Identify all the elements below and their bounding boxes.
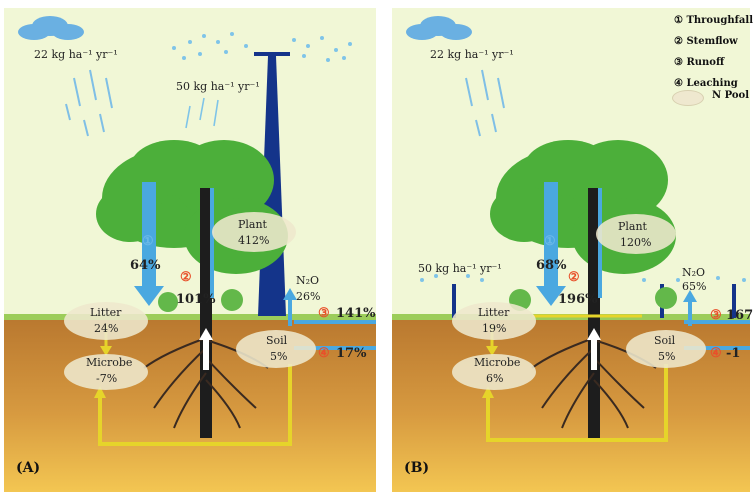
panel-b: 22 kg ha⁻¹ yr⁻¹ 50 kg ha⁻¹ yr⁻¹ Plant 12… (392, 8, 753, 492)
throughfall-number: ① (142, 234, 154, 249)
throughfall-value: 64% (130, 258, 161, 273)
throughfall-arrow (134, 182, 164, 306)
plant-pool-name: Plant (618, 220, 647, 233)
legend-item-leaching: ④ Leaching (674, 78, 738, 89)
cloud-icon (18, 16, 84, 40)
uptake-arrow (199, 328, 213, 370)
loop-arrowhead (94, 386, 106, 398)
legend: ① Throughfall ② Stemflow ③ Runoff ④ Leac… (674, 10, 753, 94)
rain-deposition-label: 22 kg ha⁻¹ yr⁻¹ (430, 48, 514, 61)
litter-arrowhead (100, 346, 112, 356)
n2o-value: 65% (682, 280, 707, 293)
stemflow-number: ② (180, 270, 192, 285)
panel-b-illustration (392, 8, 750, 492)
n2o-label: N₂O (296, 274, 320, 287)
leaching-number: ④ (710, 346, 722, 361)
sprinkler-deposition-label: 50 kg ha⁻¹ yr⁻¹ (418, 262, 502, 275)
sprinkler-head (254, 52, 290, 56)
litter-pool-value: 19% (482, 322, 507, 335)
throughfall-number: ① (544, 234, 556, 249)
plant-pool-value: 412% (238, 234, 270, 247)
stemflow-value: 196% (558, 292, 598, 307)
throughfall-value: 68% (536, 258, 567, 273)
runoff-value: 167 (726, 308, 753, 323)
microbe-pool-value: -7% (96, 372, 118, 385)
leaching-number: ④ (318, 346, 330, 361)
leaching-value: 17% (336, 346, 367, 361)
litter-pool-name: Litter (478, 306, 510, 319)
rain-icon (465, 69, 505, 137)
grass-strip (4, 314, 376, 320)
understory-spray (420, 274, 746, 282)
n2o-arrow (683, 290, 697, 326)
runoff-number: ③ (318, 306, 330, 321)
soil-pool-name: Soil (654, 334, 676, 347)
litter-pool-name: Litter (90, 306, 122, 319)
plant-pool (212, 212, 296, 252)
runoff-number: ③ (710, 308, 722, 323)
leaching-value: -1 (726, 346, 741, 361)
n2o-value: 26% (296, 290, 321, 303)
panel-a-label: (A) (16, 460, 41, 476)
legend-item-stemflow: ② Stemflow (674, 36, 738, 47)
microbe-pool-value: 6% (486, 372, 504, 385)
shrub-icon (158, 289, 243, 312)
loop-arrowhead (482, 386, 494, 398)
legend-pool-swatch (672, 90, 704, 106)
legend-pool-label: N Pool (712, 90, 750, 101)
litter-pool (64, 302, 148, 340)
microbe-pool-name: Microbe (474, 356, 521, 369)
litter-arrowhead (486, 346, 498, 356)
nutrient-loop (98, 364, 292, 446)
runoff-value: 141% (336, 306, 376, 321)
panel-b-label: (B) (404, 460, 430, 476)
nutrient-loop (486, 364, 668, 442)
soil-pool (236, 330, 316, 368)
litter-pool (452, 302, 536, 340)
stemflow-value: 101% (176, 292, 216, 307)
microbe-pool (452, 354, 536, 390)
stemflow-number: ② (568, 270, 580, 285)
soil-pool-value: 5% (658, 350, 676, 363)
n2o-arrow (283, 288, 297, 326)
plant-pool-value: 120% (620, 236, 652, 249)
uptake-arrow (587, 328, 601, 370)
cloud-icon (406, 16, 472, 40)
soil-pool (626, 330, 706, 368)
panel-a: 22 kg ha⁻¹ yr⁻¹ 50 kg ha⁻¹ yr⁻¹ Plant 41… (4, 8, 376, 492)
soil-pool-name: Soil (266, 334, 288, 347)
rain-deposition-label: 22 kg ha⁻¹ yr⁻¹ (34, 48, 118, 61)
rain-icon (65, 69, 113, 137)
spray-icon (172, 32, 352, 62)
legend-item-throughfall: ① Throughfall (674, 15, 753, 26)
plant-pool-name: Plant (238, 218, 267, 231)
litter-pool-value: 24% (94, 322, 119, 335)
throughfall-arrow (536, 182, 566, 306)
soil-pool-value: 5% (270, 350, 288, 363)
microbe-pool-name: Microbe (86, 356, 133, 369)
legend-item-runoff: ③ Runoff (674, 57, 725, 68)
microbe-pool (64, 354, 148, 390)
n2o-label: N₂O (682, 266, 706, 279)
plant-pool (596, 214, 676, 254)
spray-streaks (185, 97, 219, 129)
sprinkler-deposition-label: 50 kg ha⁻¹ yr⁻¹ (176, 80, 260, 93)
